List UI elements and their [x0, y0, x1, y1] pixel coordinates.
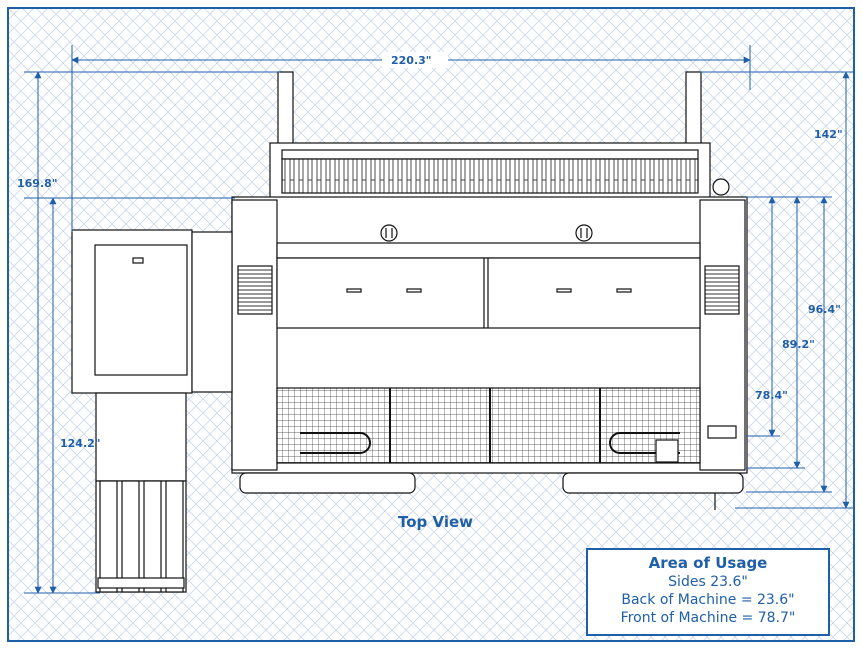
- legend-line-back: Back of Machine = 23.6": [621, 592, 794, 608]
- machine-body: [231, 71, 748, 510]
- legend-title: Area of Usage: [649, 554, 768, 572]
- usage-area-border: [7, 7, 855, 642]
- legend-line-front: Front of Machine = 78.7": [621, 610, 796, 626]
- dimension-width: 220.3": [391, 54, 432, 67]
- dimension-right-total: 142": [814, 128, 843, 141]
- dimension-left-total: 169.8": [17, 177, 58, 190]
- dimension-left-machine: 124.2": [60, 437, 101, 450]
- dimension-right-b: 89.2": [782, 338, 815, 351]
- width-label-bg: [382, 52, 448, 68]
- side-loader: [71, 229, 233, 593]
- legend-line-sides: Sides 23.6": [668, 574, 748, 590]
- dimension-right-a: 96.4": [808, 303, 841, 316]
- dimension-right-c: 78.4": [755, 389, 788, 402]
- dimension-lines: [24, 45, 854, 594]
- usage-legend: Area of Usage Sides 23.6" Back of Machin…: [586, 548, 830, 636]
- view-title: Top View: [398, 513, 473, 531]
